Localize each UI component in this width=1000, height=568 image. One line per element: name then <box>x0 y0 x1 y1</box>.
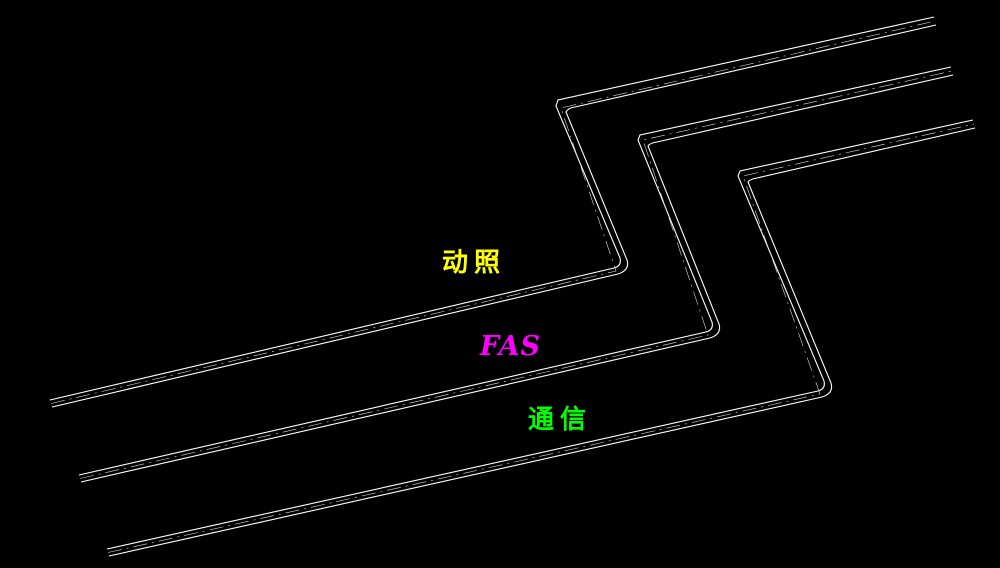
label-power-lighting: 动照 <box>442 248 506 278</box>
cable-tray-communication <box>106 119 976 557</box>
cable-tray-power-lighting <box>49 16 937 408</box>
label-communication: 通信 <box>528 405 592 435</box>
label-fas: FAS <box>479 331 541 362</box>
cable-tray-fas <box>78 66 954 483</box>
